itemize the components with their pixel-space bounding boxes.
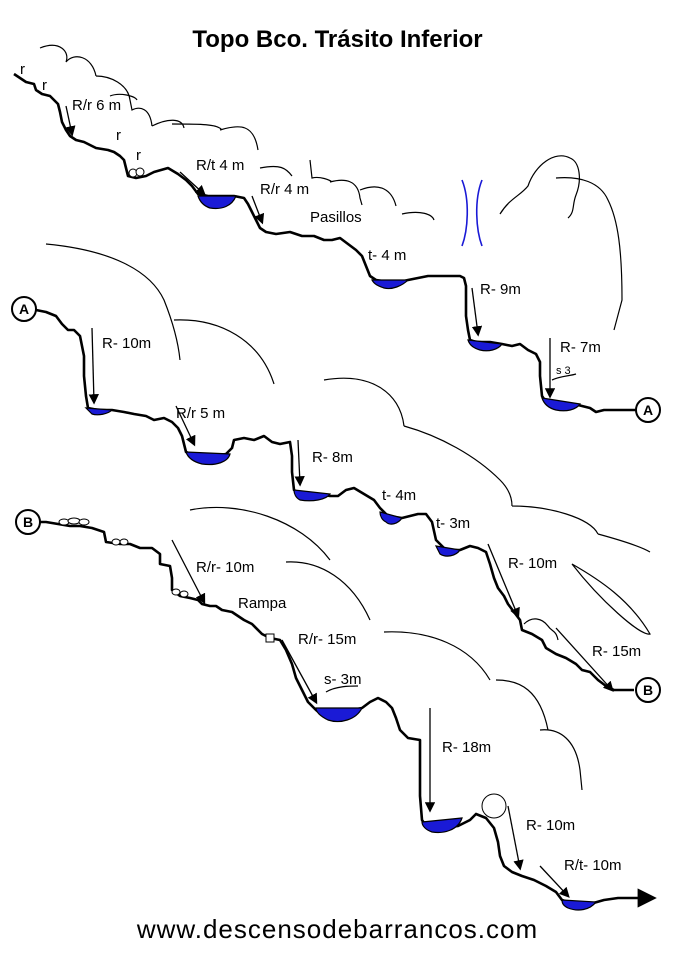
cave-arch bbox=[475, 179, 483, 247]
boulder bbox=[67, 517, 81, 525]
marker-label: A bbox=[643, 402, 653, 418]
boulder bbox=[119, 538, 129, 546]
boulder bbox=[111, 538, 121, 546]
label-rampa: Rampa bbox=[238, 595, 287, 612]
water-pool bbox=[541, 397, 582, 412]
label-rappel: R- 8m bbox=[312, 449, 353, 466]
label-rappel: R- 9m bbox=[480, 281, 521, 298]
label-rappel: R- 10m bbox=[508, 555, 557, 572]
descent-arrow bbox=[175, 405, 196, 447]
label-rappel: R/r- 10m bbox=[196, 559, 254, 576]
label-rappel: R- 18m bbox=[442, 739, 491, 756]
rock-outline bbox=[383, 631, 549, 731]
label-toboggan: t- 4 m bbox=[368, 247, 406, 264]
marker-label: B bbox=[643, 682, 653, 698]
descent-arrow bbox=[171, 539, 206, 605]
descent-arrow bbox=[281, 639, 318, 705]
boulder bbox=[78, 518, 90, 526]
water-pool bbox=[561, 899, 598, 911]
label-rappel: R/r 4 m bbox=[260, 181, 309, 198]
boulder bbox=[179, 590, 189, 598]
rock-outline bbox=[555, 177, 623, 331]
website-footer: www.descensodebarrancos.com bbox=[136, 914, 539, 944]
label-pasillos: Pasillos bbox=[310, 209, 362, 226]
water-pool bbox=[197, 195, 237, 210]
label-jump: s 3 bbox=[556, 365, 571, 377]
rock-outline bbox=[151, 119, 259, 151]
rock-outline bbox=[189, 506, 371, 621]
jump-curve bbox=[325, 685, 359, 693]
water-pool bbox=[434, 545, 462, 557]
rock-outline bbox=[259, 159, 435, 221]
section-2: R- 10m R/r 5 m R- 8m t- 4m t- 3m R- 10m … bbox=[11, 243, 661, 703]
descent-arrow bbox=[294, 439, 305, 487]
rock-outline bbox=[571, 563, 651, 635]
water-pool bbox=[379, 511, 403, 525]
label-rappel: R/r 5 m bbox=[176, 405, 225, 422]
marker-b-start: B bbox=[15, 509, 41, 535]
descent-arrow bbox=[179, 171, 206, 196]
boulder bbox=[171, 588, 181, 596]
label-rappel: R- 15m bbox=[592, 643, 641, 660]
label-r: r bbox=[116, 127, 121, 144]
label-rappel: R/t 4 m bbox=[196, 157, 244, 174]
label-rappel: R/r 6 m bbox=[72, 97, 121, 114]
water-pool bbox=[421, 817, 463, 834]
boulder bbox=[481, 793, 507, 819]
descent-arrow bbox=[507, 805, 524, 871]
cave-arch bbox=[461, 179, 469, 247]
anchor-block bbox=[265, 633, 275, 643]
descent-arrow bbox=[487, 543, 520, 619]
descent-arrow bbox=[251, 195, 265, 225]
label-rappel: R/r- 15m bbox=[298, 631, 356, 648]
marker-label: A bbox=[19, 301, 29, 317]
rock-outline bbox=[539, 729, 583, 791]
label-rappel: R- 7m bbox=[560, 339, 601, 356]
streambed-section-1 bbox=[13, 72, 636, 414]
boulder bbox=[135, 167, 145, 177]
label-r: r bbox=[20, 61, 25, 78]
section-3: R/r- 10m Rampa R/r- 15m s- 3m R- 18m R- … bbox=[15, 506, 657, 911]
descent-arrow bbox=[539, 865, 570, 898]
page-title: Topo Bco. Trásito Inferior bbox=[192, 26, 483, 53]
rock-outline bbox=[39, 44, 97, 77]
rock-outline bbox=[323, 377, 651, 553]
descent-arrow bbox=[88, 327, 99, 405]
label-r: r bbox=[42, 77, 47, 94]
rock-outline bbox=[173, 319, 275, 385]
boulder bbox=[58, 518, 70, 526]
water-pool bbox=[185, 451, 231, 466]
water-pool bbox=[315, 707, 363, 723]
marker-a-end: A bbox=[635, 397, 661, 423]
rock-outline bbox=[45, 243, 181, 361]
marker-a-start: A bbox=[11, 296, 37, 322]
marker-b-end: B bbox=[635, 677, 661, 703]
water-pool bbox=[84, 407, 114, 416]
label-r: r bbox=[136, 147, 141, 164]
rock-outline bbox=[95, 75, 153, 127]
jump-curve bbox=[551, 373, 577, 381]
rock-outline bbox=[523, 618, 559, 641]
label-rappel: R- 10m bbox=[526, 817, 575, 834]
marker-label: B bbox=[23, 514, 33, 530]
water-pool bbox=[293, 489, 332, 502]
label-rappel: R- 10m bbox=[102, 335, 151, 352]
section-1: r r R/r 6 m r r R/t 4 m R/r 4 m Pasillos… bbox=[13, 44, 661, 423]
rock-outline bbox=[499, 155, 580, 219]
label-jump: s- 3m bbox=[324, 671, 362, 688]
label-toboggan: t- 3m bbox=[436, 515, 470, 532]
descent-arrow bbox=[555, 627, 614, 692]
water-pool bbox=[371, 279, 410, 290]
descent-arrow bbox=[471, 287, 483, 337]
label-rappel: R/t- 10m bbox=[564, 857, 622, 874]
water-pool bbox=[467, 339, 504, 352]
label-toboggan: t- 4m bbox=[382, 487, 416, 504]
descent-arrow bbox=[65, 105, 76, 137]
